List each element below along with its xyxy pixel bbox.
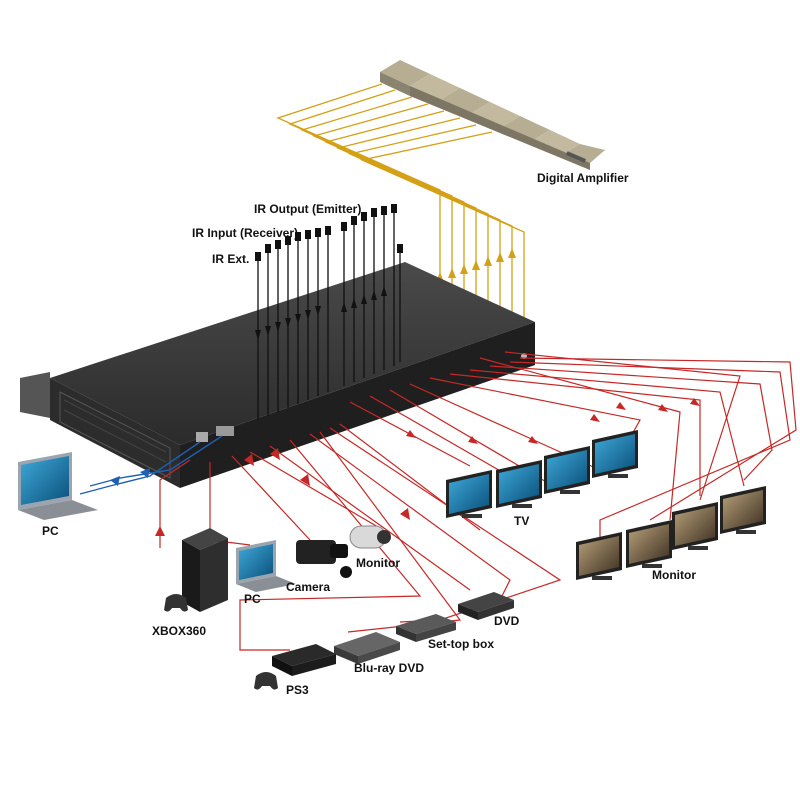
tv-icon — [446, 470, 492, 518]
camera-label: Camera — [286, 580, 331, 594]
gamepad-icon — [254, 672, 278, 690]
gamepad-icon — [164, 594, 188, 612]
camcorder-icon — [296, 540, 352, 578]
xbox-label: XBOX360 — [152, 624, 207, 638]
bluray-label: Blu-ray DVD — [354, 661, 425, 675]
monitor-right-label: Monitor — [652, 568, 696, 582]
ir-ext-label: IR Ext. — [212, 252, 250, 266]
laptop-icon — [236, 540, 296, 592]
hdmi-matrix-switcher-icon — [20, 262, 535, 488]
ir-output-label: IR Output (Emitter) — [254, 202, 362, 216]
settop-label: Set-top box — [428, 637, 494, 651]
game-console-icon — [272, 644, 336, 676]
media-player-icon — [396, 614, 456, 642]
pc-laptop-label: PC — [42, 524, 59, 538]
tv-screens — [446, 430, 638, 518]
digital-amplifier-icon — [380, 60, 605, 170]
output-cable-arrows — [406, 398, 700, 444]
monitor-icon — [720, 486, 766, 534]
tv-icon — [496, 460, 542, 508]
media-player-icon — [458, 592, 514, 620]
monitor-icon — [626, 520, 672, 568]
monitor-icon — [672, 502, 718, 550]
laptop-icon — [18, 452, 98, 520]
dvd-label: DVD — [494, 614, 520, 628]
tv-icon — [544, 446, 590, 494]
ir-cable-heads — [255, 204, 403, 261]
tv-icon — [592, 430, 638, 478]
media-player-icon — [334, 632, 400, 664]
ps3-label: PS3 — [286, 683, 309, 697]
security-camera-icon — [349, 525, 391, 549]
game-console-icon — [182, 528, 228, 612]
tv-label: TV — [514, 514, 530, 528]
monitor-screens — [576, 486, 766, 580]
digital-amplifier-label: Digital Amplifier — [537, 171, 629, 185]
ir-input-label: IR Input (Receiver) — [192, 226, 299, 240]
monitor-icon — [576, 532, 622, 580]
input-cable-arrows — [155, 448, 410, 536]
pc-small-label: PC — [244, 592, 261, 606]
ir-cable-arrows — [255, 286, 387, 340]
monitor-camera-label: Monitor — [356, 556, 400, 570]
network-cable-arrows — [110, 468, 150, 486]
